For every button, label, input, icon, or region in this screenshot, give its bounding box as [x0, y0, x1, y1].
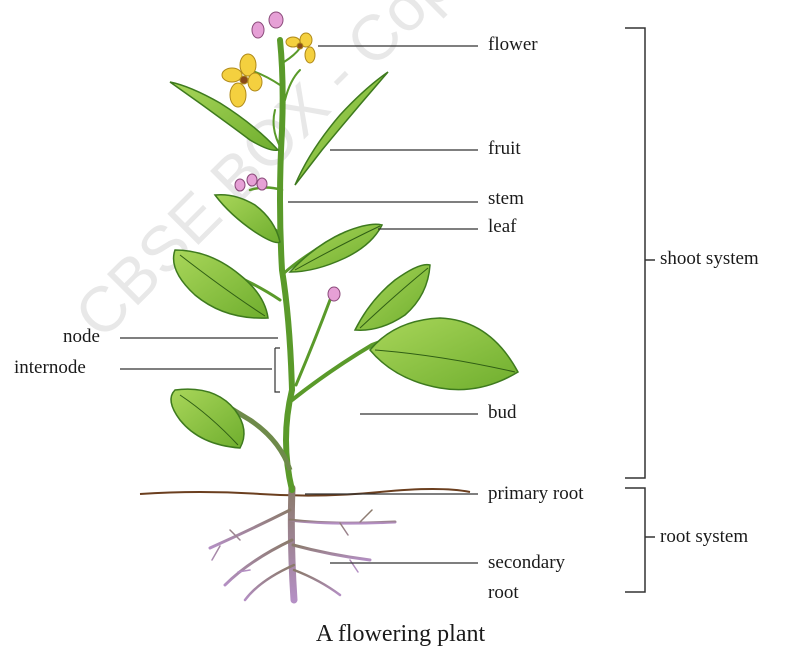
leaf-narrow-left — [170, 82, 278, 150]
label-flower: flower — [488, 34, 538, 56]
label-secondary-root-line2: root — [488, 582, 519, 604]
roots — [210, 488, 395, 600]
label-leaf: leaf — [488, 216, 516, 238]
leaf-large-right — [370, 318, 518, 390]
leader-lines — [120, 46, 478, 563]
figure-caption: A flowering plant — [0, 620, 801, 648]
label-shoot-system: shoot system — [660, 248, 759, 270]
flower-left — [222, 54, 262, 107]
system-brackets — [625, 28, 655, 592]
label-bud: bud — [488, 402, 517, 424]
flowers — [222, 33, 315, 107]
label-node: node — [63, 326, 100, 348]
label-primary-root: primary root — [488, 483, 584, 505]
label-root-system: root system — [660, 526, 748, 548]
label-fruit: fruit — [488, 138, 521, 160]
label-internode: internode — [14, 357, 86, 379]
leaf-narrow-right — [295, 72, 388, 185]
label-secondary-root-line1: secondary — [488, 552, 565, 574]
soil-line — [140, 489, 470, 496]
leaves — [170, 72, 518, 448]
leaf-upper-left — [215, 195, 280, 243]
label-stem: stem — [488, 188, 524, 210]
